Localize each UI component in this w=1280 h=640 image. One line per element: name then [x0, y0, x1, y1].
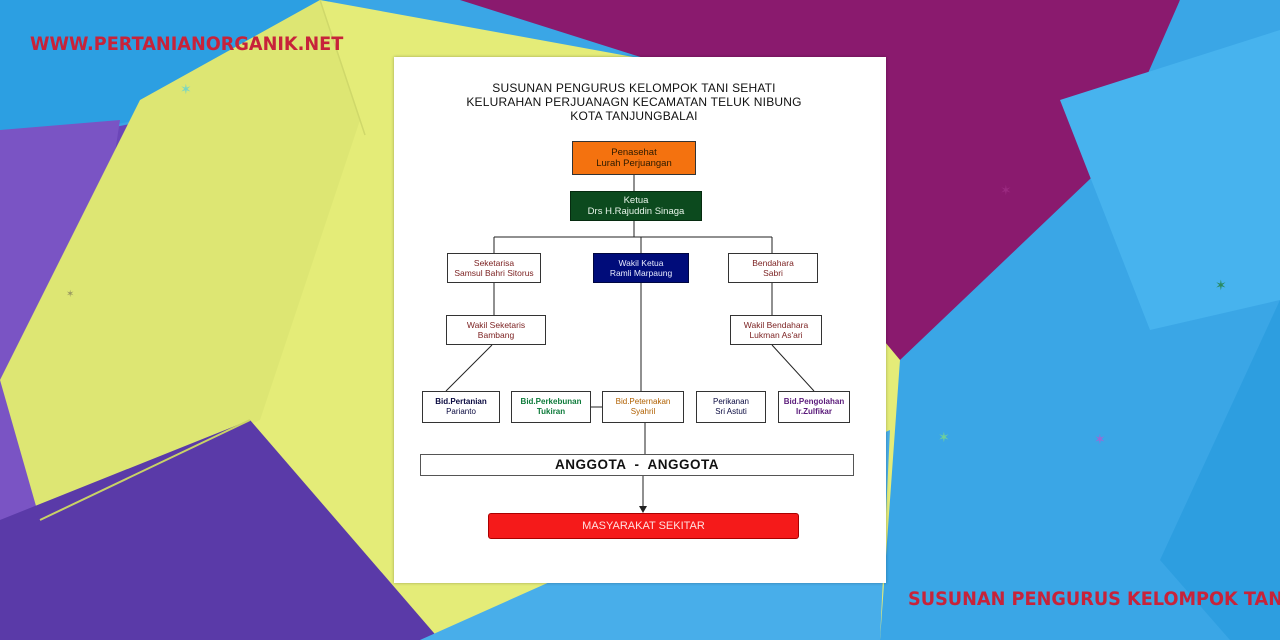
advisor-box: Penasehat Lurah Perjuangan — [572, 141, 696, 175]
vice-chair-role: Wakil Ketua — [618, 258, 664, 268]
secretary-role: Seketarisa — [473, 258, 515, 268]
division-box-livestock: Bid.Peternakan Syahril — [602, 391, 684, 423]
org-chart-title: SUSUNAN PENGURUS KELOMPOK TANI SEHATI KE… — [434, 81, 834, 123]
division-role: Bid.Perkebunan — [520, 397, 582, 406]
division-role: Bid.Pengolahan — [783, 397, 845, 406]
sparkle-icon: ✶ — [66, 289, 75, 300]
chair-box: Ketua Drs H.Rajuddin Sinaga — [570, 191, 702, 221]
division-box-fishery: Perikanan Sri Astuti — [696, 391, 766, 423]
division-name: Ir.Zulfikar — [795, 407, 832, 416]
vice-treasurer-role: Wakil Bendahara — [743, 320, 809, 330]
division-name: Parianto — [446, 407, 476, 416]
division-box-agriculture: Bid.Pertanian Parianto — [422, 391, 500, 423]
division-box-plantation: Bid.Perkebunan Tukiran — [511, 391, 591, 423]
chair-role: Ketua — [623, 195, 649, 206]
sparkle-icon: ✶ — [180, 81, 192, 97]
page-caption: SUSUNAN PENGURUS KELOMPOK TANI — [908, 588, 1280, 610]
vice-chair-name: Ramli Marpaung — [609, 268, 673, 278]
treasurer-box: Bendahara Sabri — [728, 253, 818, 283]
vice-secretary-role: Wakil Seketaris — [466, 320, 526, 330]
org-chart-connectors — [445, 175, 815, 513]
title-line: SUSUNAN PENGURUS KELOMPOK TANI SEHATI — [492, 81, 776, 95]
division-name: Tukiran — [536, 407, 566, 416]
chair-name: Drs H.Rajuddin Sinaga — [587, 206, 685, 217]
division-role: Perikanan — [712, 397, 750, 406]
treasurer-role: Bendahara — [752, 258, 794, 268]
title-line: KELURAHAN PERJUANAGN KECAMATAN TELUK NIB… — [466, 95, 802, 109]
title-line: KOTA TANJUNGBALAI — [570, 109, 698, 123]
division-name: Syahril — [630, 407, 656, 416]
vice-secretary-box: Wakil Seketaris Bambang — [446, 315, 546, 345]
community-box: MASYARAKAT SEKITAR — [488, 513, 799, 539]
secretary-name: Samsul Bahri Sitorus — [454, 268, 534, 278]
members-label: ANGGOTA - ANGGOTA — [555, 457, 719, 472]
secretary-box: Seketarisa Samsul Bahri Sitorus — [447, 253, 541, 283]
division-box-processing: Bid.Pengolahan Ir.Zulfikar — [778, 391, 850, 423]
division-role: Bid.Peternakan — [615, 397, 671, 406]
sparkle-icon: ✶ — [938, 429, 950, 445]
community-label: MASYARAKAT SEKITAR — [582, 520, 705, 532]
division-role: Bid.Pertanian — [435, 397, 487, 406]
vice-treasurer-name: Lukman As'ari — [749, 330, 803, 340]
vice-secretary-name: Bambang — [477, 330, 515, 340]
sparkle-icon: ✶ — [1000, 182, 1012, 198]
treasurer-name: Sabri — [763, 268, 783, 278]
vice-treasurer-box: Wakil Bendahara Lukman As'ari — [730, 315, 822, 345]
advisor-role: Penasehat — [611, 147, 657, 158]
org-chart-card: SUSUNAN PENGURUS KELOMPOK TANI SEHATI KE… — [394, 57, 886, 583]
sparkle-icon: ✶ — [1094, 431, 1106, 447]
advisor-name: Lurah Perjuangan — [596, 158, 672, 169]
sparkle-icon: ✶ — [1215, 277, 1227, 293]
division-name: Sri Astuti — [715, 407, 747, 416]
vice-chair-box: Wakil Ketua Ramli Marpaung — [593, 253, 689, 283]
site-url-watermark: WWW.PERTANIANORGANIK.NET — [30, 33, 344, 55]
members-box: ANGGOTA - ANGGOTA — [420, 454, 854, 476]
